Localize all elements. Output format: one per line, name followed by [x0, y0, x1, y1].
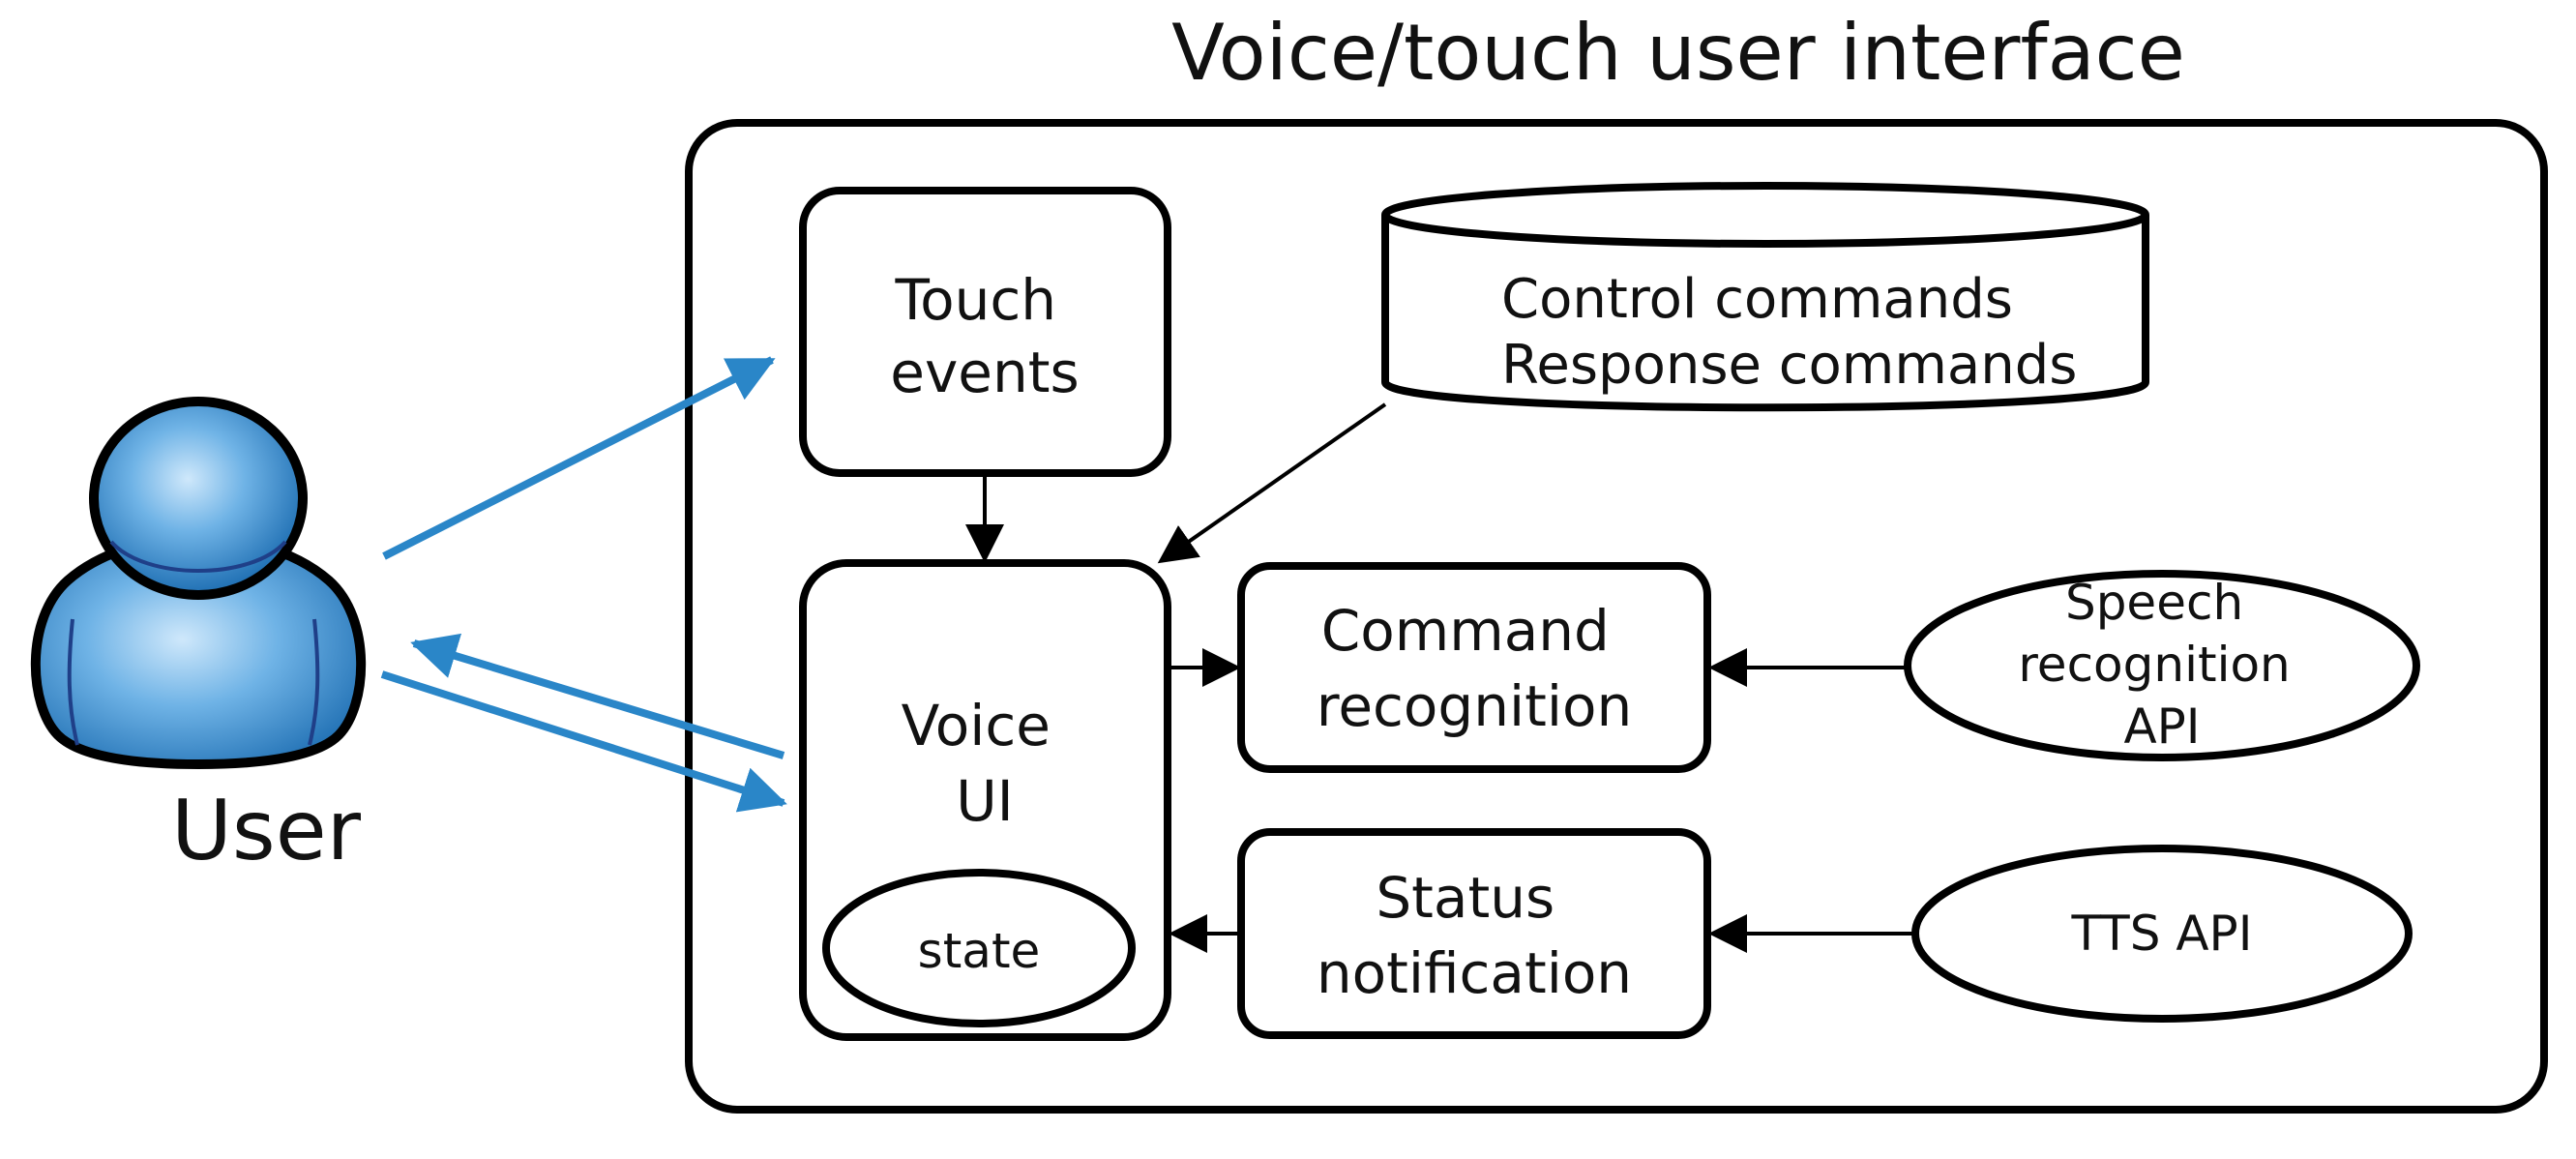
voice-ui-label-line2: UI: [956, 768, 1014, 834]
touch-events-label-line1: Touch: [895, 267, 1056, 333]
svg-text:Command recognition: Command recognition: [1317, 598, 1632, 739]
status-notification-box: Status notification: [1237, 828, 1711, 1039]
status-notification-line2: notification: [1317, 940, 1632, 1006]
tts-api-label: TTS API: [2071, 906, 2253, 962]
command-recognition-line1: Command: [1321, 598, 1610, 664]
arrow-voice-ui-to-user: [410, 633, 785, 759]
commands-db-line1: Control commands: [1501, 268, 2013, 331]
arrow-user-to-voice-ui: [380, 670, 787, 813]
commands-database: Control commands Response commands: [1381, 182, 2149, 412]
voice-ui-box: Voice UI state: [799, 559, 1171, 1041]
diagram-title: Voice/touch user interface: [1171, 8, 2185, 98]
tts-api: TTS API: [1911, 845, 2413, 1023]
command-recognition-box: Command recognition: [1237, 562, 1711, 773]
touch-events-label-line2: events: [890, 340, 1079, 405]
user-icon: [30, 397, 367, 770]
svg-text:Control commands Respons: Control commands Response commands: [1501, 268, 2077, 397]
user-label: User: [171, 783, 362, 879]
arrow-user-to-touch-events: [382, 356, 776, 560]
svg-text:Speech recognition: Speech recognition API: [2018, 575, 2305, 755]
speech-api-line1: Speech: [2065, 575, 2243, 631]
svg-text:Status notification: Status notification: [1317, 865, 1632, 1006]
speech-recognition-api: Speech recognition API: [1904, 570, 2420, 761]
command-recognition-line2: recognition: [1317, 673, 1632, 739]
state-label: state: [918, 923, 1041, 979]
arrow-db-to-voice-ui: [1157, 402, 1387, 564]
svg-text:Touch events: Touch events: [890, 267, 1079, 405]
svg-text:Voice UI: Voice UI: [902, 693, 1069, 834]
speech-api-line3: API: [2123, 698, 2200, 755]
speech-api-line2: recognition: [2018, 637, 2290, 693]
status-notification-line1: Status: [1376, 865, 1554, 931]
state-ellipse: [822, 869, 1136, 1027]
voice-ui-label-line1: Voice: [902, 693, 1051, 758]
touch-events-box: Touch events: [799, 187, 1171, 477]
commands-db-line2: Response commands: [1501, 334, 2077, 397]
